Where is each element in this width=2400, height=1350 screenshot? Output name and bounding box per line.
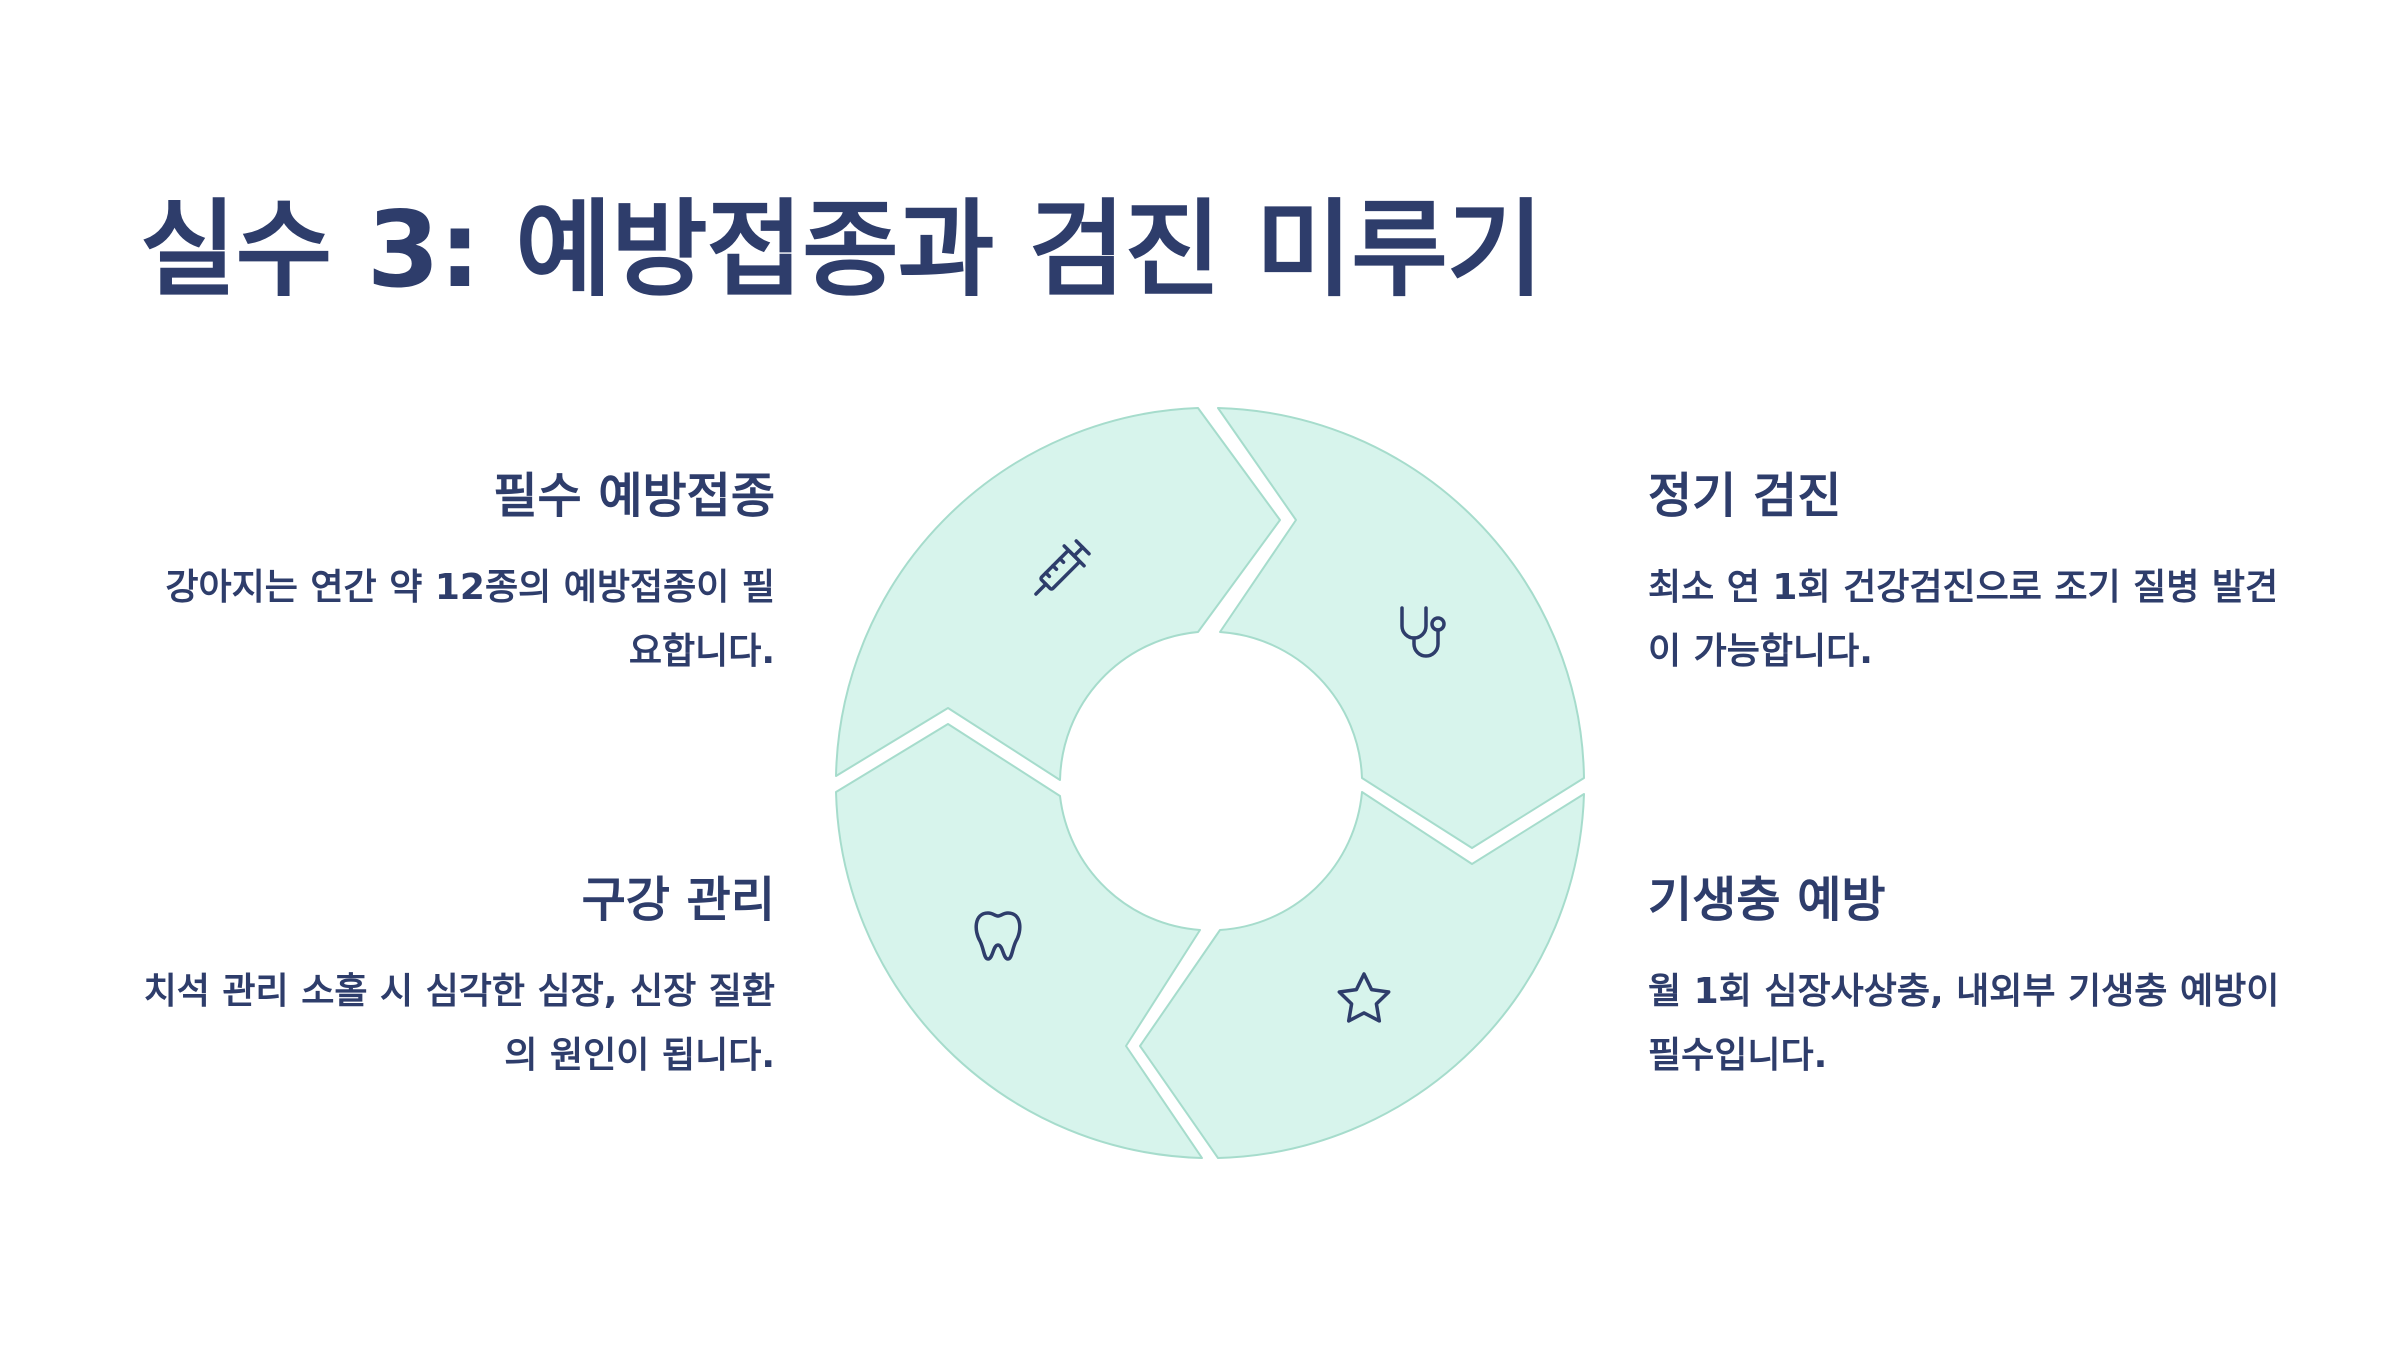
item-parasite-prevention: 기생충 예방 월 1회 심장사상충, 내외부 기생충 예방이 필수입니다. (1648, 872, 2288, 1088)
page-title: 실수 3: 예방접종과 검진 미루기 (140, 189, 1543, 311)
segment-top-left (835, 407, 1281, 781)
item-description: 월 1회 심장사상충, 내외부 기생충 예방이 필수입니다. (1648, 970, 2280, 1076)
syringe-icon (1034, 539, 1091, 596)
star-icon (1337, 972, 1391, 1023)
item-heading: 정기 검진 (1648, 468, 1842, 524)
item-heading: 기생충 예방 (1648, 872, 1886, 928)
item-description: 최소 연 1회 건강검진으로 조기 질병 발견이 가능합니다. (1648, 566, 2279, 672)
item-description: 강아지는 연간 약 12종의 예방접종이 필요합니다. (165, 566, 775, 672)
segment-bottom-left (835, 723, 1203, 1159)
item-checkup: 정기 검진 최소 연 1회 건강검진으로 조기 질병 발견이 가능합니다. (1648, 468, 2288, 684)
item-heading: 구강 관리 (581, 872, 775, 928)
item-heading: 필수 예방접종 (493, 468, 775, 524)
item-dental-care: 구강 관리 치석 관리 소홀 시 심각한 심장, 신장 질환의 원인이 됩니다. (135, 872, 775, 1088)
tooth-icon (974, 911, 1022, 961)
item-vaccination: 필수 예방접종 강아지는 연간 약 12종의 예방접종이 필요합니다. (135, 468, 775, 684)
item-description: 치석 관리 소홀 시 심각한 심장, 신장 질환의 원인이 됩니다. (143, 970, 775, 1076)
stethoscope-icon (1400, 606, 1446, 658)
